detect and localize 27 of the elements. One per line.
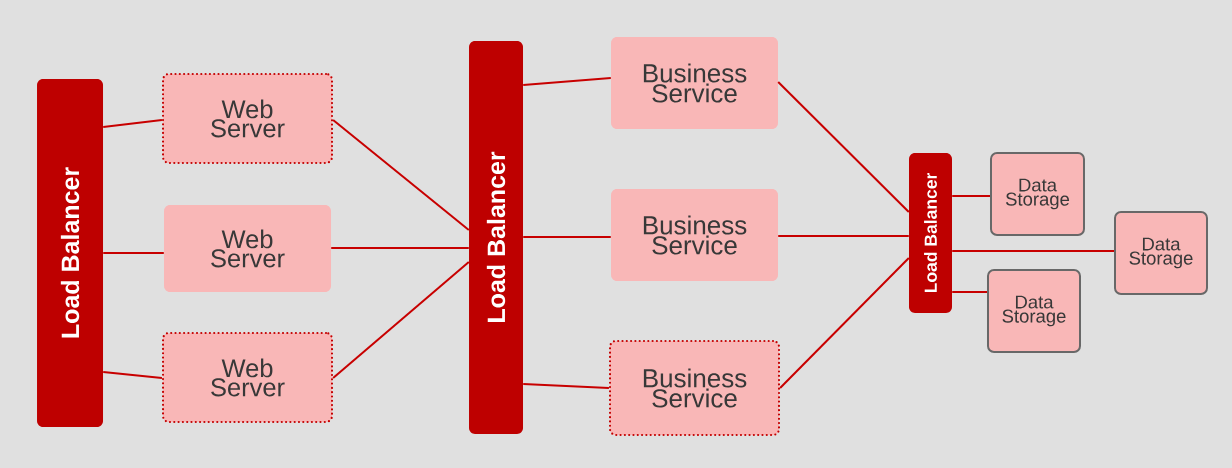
connector-line xyxy=(951,195,991,197)
connector-line xyxy=(332,261,470,379)
connector-line xyxy=(330,247,470,249)
connector-line xyxy=(522,383,610,389)
load-balancer-bar: Load Balancer xyxy=(37,79,103,427)
connector-line xyxy=(951,250,1115,252)
server-box: Web Server xyxy=(161,331,334,424)
load-balancer-bar: Load Balancer xyxy=(469,41,523,434)
connector-line xyxy=(522,236,612,238)
storage-box: Data Storage xyxy=(1114,211,1208,295)
service-box: Business Service xyxy=(611,189,778,281)
storage-box: Data Storage xyxy=(990,152,1085,236)
connector-line xyxy=(777,235,910,237)
service-box: Business Service xyxy=(608,339,781,437)
storage-box: Data Storage xyxy=(987,269,1081,353)
connector-line xyxy=(102,119,163,128)
server-box: Web Server xyxy=(161,72,334,165)
connector-line xyxy=(102,371,163,379)
connector-line xyxy=(102,252,165,254)
connector-line xyxy=(777,81,910,213)
service-box: Business Service xyxy=(611,37,778,129)
connector-line xyxy=(332,119,470,231)
connector-line xyxy=(522,77,612,86)
connector-line xyxy=(779,257,910,389)
load-balancer-bar: Load Balancer xyxy=(909,153,952,313)
server-box: Web Server xyxy=(164,205,331,292)
connector-line xyxy=(951,291,988,293)
